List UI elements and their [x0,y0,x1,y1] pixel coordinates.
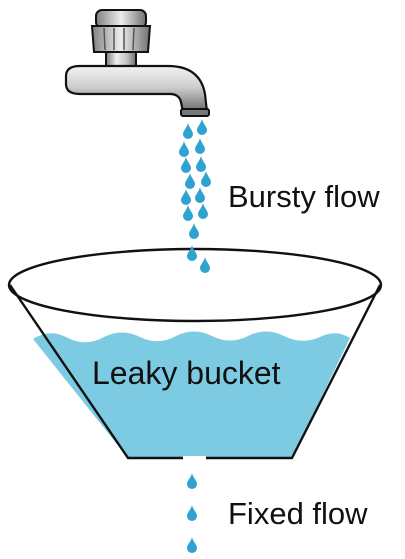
bucket-icon [9,249,381,458]
water-drop-icon [183,123,193,139]
water-drop-icon [181,189,191,205]
water-drop-icon [201,171,211,187]
leaky-bucket-label: Leaky bucket [92,355,281,391]
water-drop-icon [179,141,189,157]
water-drop-icon [187,245,197,261]
fixed-drops [187,473,197,553]
water-drop-icon [181,157,191,173]
water-drop-icon [195,138,205,154]
bursty-flow-label: Bursty flow [228,179,380,214]
water-drop-icon [200,257,210,273]
water-drop-icon [187,473,197,489]
water-drop-icon [197,119,207,135]
water-drop-icon [187,505,197,521]
faucet-icon [66,10,209,116]
fixed-flow-label: Fixed flow [228,496,368,531]
water-drop-icon [198,203,208,219]
water-drop-icon [189,223,199,239]
water-drop-icon [183,205,193,221]
water-drop-icon [196,156,206,172]
water-drop-icon [187,537,197,553]
water-drop-icon [185,173,195,189]
water-drop-icon [195,187,205,203]
